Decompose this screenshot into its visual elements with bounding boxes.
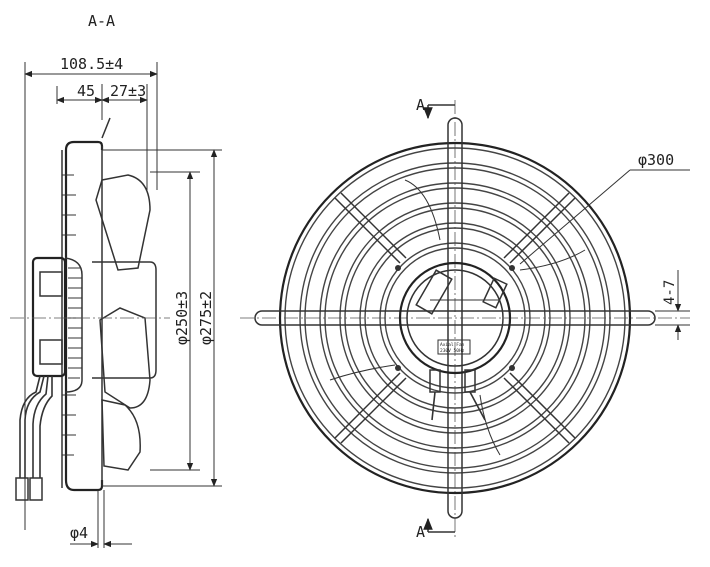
mount-slot-label: 4-7	[662, 280, 678, 305]
section-view-a-a: A-A 108.5±4 45 27±3	[10, 12, 222, 548]
section-mark-top: A	[416, 96, 425, 114]
guard-ring-ticks	[62, 174, 76, 456]
blade-upper	[95, 174, 151, 271]
motor-housing	[31, 256, 67, 378]
hub-screw-3	[395, 365, 401, 371]
depth-to-frame-label: 45	[77, 82, 95, 100]
hole-diameter-label: φ4	[70, 524, 88, 542]
motor-hub-outer	[398, 261, 512, 375]
blade-diameter-label: φ250±3	[173, 291, 191, 345]
ring-diameter-label: φ275±2	[197, 291, 215, 345]
hub-screw-4	[509, 365, 515, 371]
cable-gland-right	[464, 369, 476, 393]
frame-top-flange	[64, 140, 104, 151]
vertical-mount-bar	[447, 117, 463, 519]
guard-rings	[278, 141, 632, 495]
front-view: A A	[240, 96, 690, 541]
hub-cone	[92, 261, 157, 379]
cable-terminal-left	[15, 477, 29, 501]
front-cables	[431, 391, 486, 421]
rating-plate	[437, 339, 471, 355]
section-leader-top	[101, 117, 111, 139]
guard-spokes	[334, 192, 576, 444]
power-cables	[19, 375, 53, 478]
frame-depth-label: 27±3	[110, 82, 146, 100]
capacitor-box	[39, 339, 63, 365]
hub-screw-1	[395, 265, 401, 271]
terminal-front	[482, 277, 508, 309]
horizontal-mount-bar	[254, 310, 656, 326]
terminal-box	[39, 271, 63, 297]
blade-lower	[101, 399, 141, 471]
guard-diameter-label: φ300	[638, 151, 674, 169]
guard-diameter-leader	[519, 169, 631, 265]
frame-body-outline	[64, 150, 104, 492]
overall-depth-label: 108.5±4	[60, 55, 123, 73]
rotor-cooling-fins	[68, 267, 82, 379]
section-mark-bottom: A	[416, 523, 425, 541]
rating-plate-line1: Axial Fan	[440, 342, 465, 348]
capacitor-front	[415, 269, 453, 315]
blade-middle	[99, 307, 151, 409]
hub-screw-2	[509, 265, 515, 271]
motor-hub-inner	[406, 269, 504, 367]
cable-terminal-right	[29, 477, 43, 501]
fan-blades-front	[329, 179, 586, 456]
rating-plate-line2: 230V 50Hz	[440, 348, 465, 354]
section-title: A-A	[88, 12, 115, 30]
